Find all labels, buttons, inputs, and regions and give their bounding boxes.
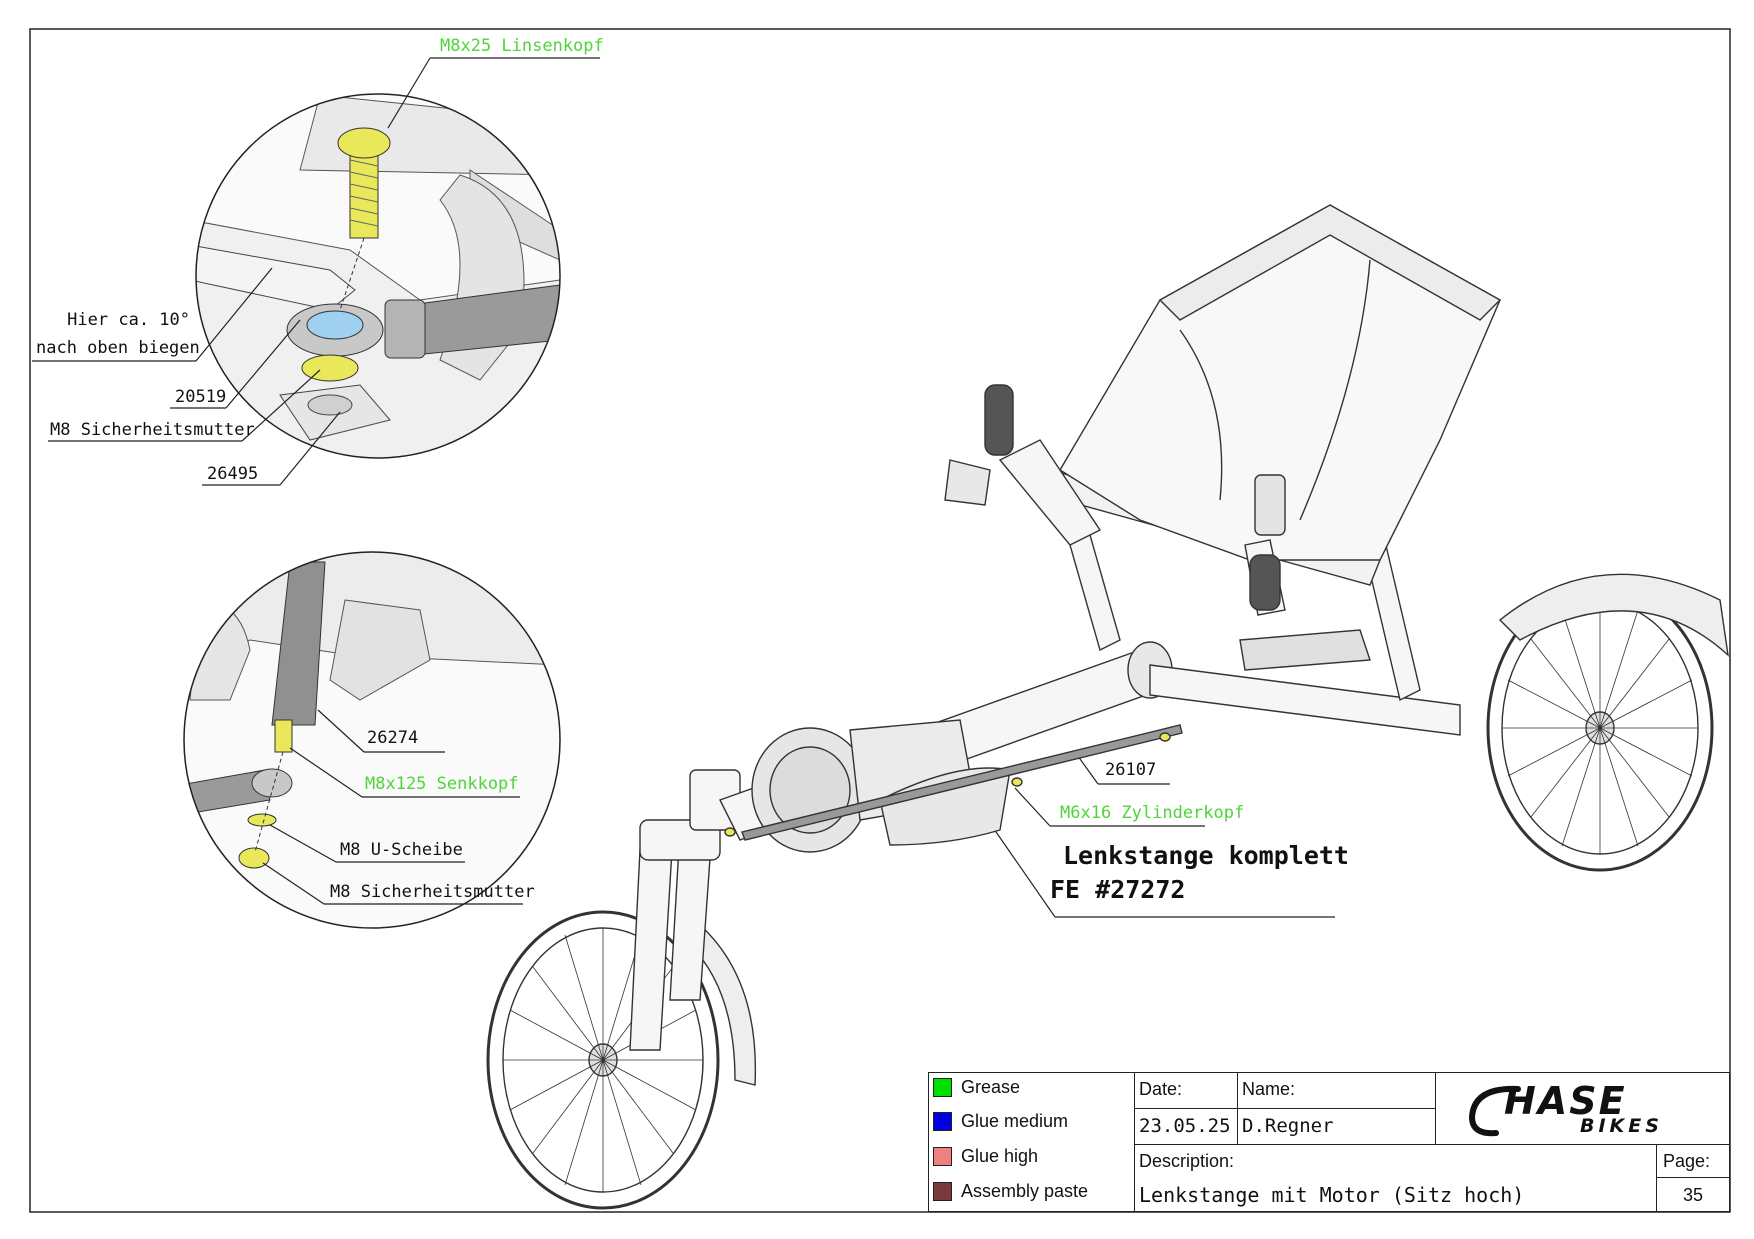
name-cell: Name: D.Regner (1238, 1073, 1436, 1145)
legend-label-glue-medium: Glue medium (961, 1111, 1069, 1131)
callout-26107: 26107 (1105, 760, 1157, 780)
callout-m8-sicherheitsmutter-bottom: M8 Sicherheitsmutter (330, 882, 535, 902)
callout-bend-line1: Hier ca. 10° (67, 310, 190, 330)
description-cell: Description: Lenkstange mit Motor (Sitz … (1135, 1145, 1657, 1211)
title-block: Grease Glue medium Glue high Assembly pa… (928, 1072, 1730, 1212)
legend-swatch-assembly-paste (933, 1182, 952, 1201)
trike-illustration (486, 204, 1729, 1210)
logo-swoosh-icon (1468, 1085, 1521, 1137)
date-cell: Date: 23.05.25 (1135, 1073, 1238, 1145)
date-value: 23.05.25 (1139, 1115, 1231, 1137)
page-cell: Page: 35 (1657, 1145, 1729, 1211)
page-label: Page: (1663, 1151, 1711, 1171)
callout-20519: 20519 (175, 387, 227, 407)
callout-26274: 26274 (367, 728, 419, 748)
callout-m8x25-linsenkopf: M8x25 Linsenkopf (440, 36, 604, 56)
assembly-part-number: FE #27272 (1050, 875, 1186, 904)
callout-m8x125-senkkopf: M8x125 Senkkopf (365, 774, 519, 794)
callout-m8-u-scheibe: M8 U-Scheibe (340, 840, 463, 860)
logo-sub-text: BIKES (1580, 1115, 1663, 1137)
callout-m8-sicherheitsmutter-top: M8 Sicherheitsmutter (50, 420, 255, 440)
description-label: Description: (1139, 1151, 1235, 1171)
legend-label-glue-high: Glue high (961, 1146, 1039, 1166)
legend-swatch-glue-high (933, 1147, 952, 1166)
detail-view-top (196, 94, 560, 458)
legend-box: Grease Glue medium Glue high Assembly pa… (929, 1073, 1135, 1211)
callout-m6x16-zylinderkopf: M6x16 Zylinderkopf (1060, 803, 1245, 823)
page-number: 35 (1682, 1185, 1704, 1205)
legend-swatch-grease (933, 1078, 952, 1097)
date-label: Date: (1139, 1079, 1183, 1099)
description-value: Lenkstange mit Motor (Sitz hoch) (1139, 1183, 1525, 1207)
legend-swatch-glue-medium (933, 1112, 952, 1131)
name-value: D.Regner (1242, 1115, 1334, 1137)
logo-main-text: HASE (1504, 1079, 1627, 1123)
callout-26495: 26495 (207, 464, 259, 484)
name-label: Name: (1242, 1079, 1296, 1099)
callout-bend-line2: nach oben biegen (36, 338, 200, 358)
leader-lines (32, 57, 1335, 918)
hase-bikes-logo: HASE BIKES (1436, 1073, 1729, 1145)
legend-label-grease: Grease (961, 1077, 1021, 1097)
assembly-title: Lenkstange komplett (1063, 841, 1349, 870)
legend-label-assembly-paste: Assembly paste (961, 1181, 1089, 1201)
